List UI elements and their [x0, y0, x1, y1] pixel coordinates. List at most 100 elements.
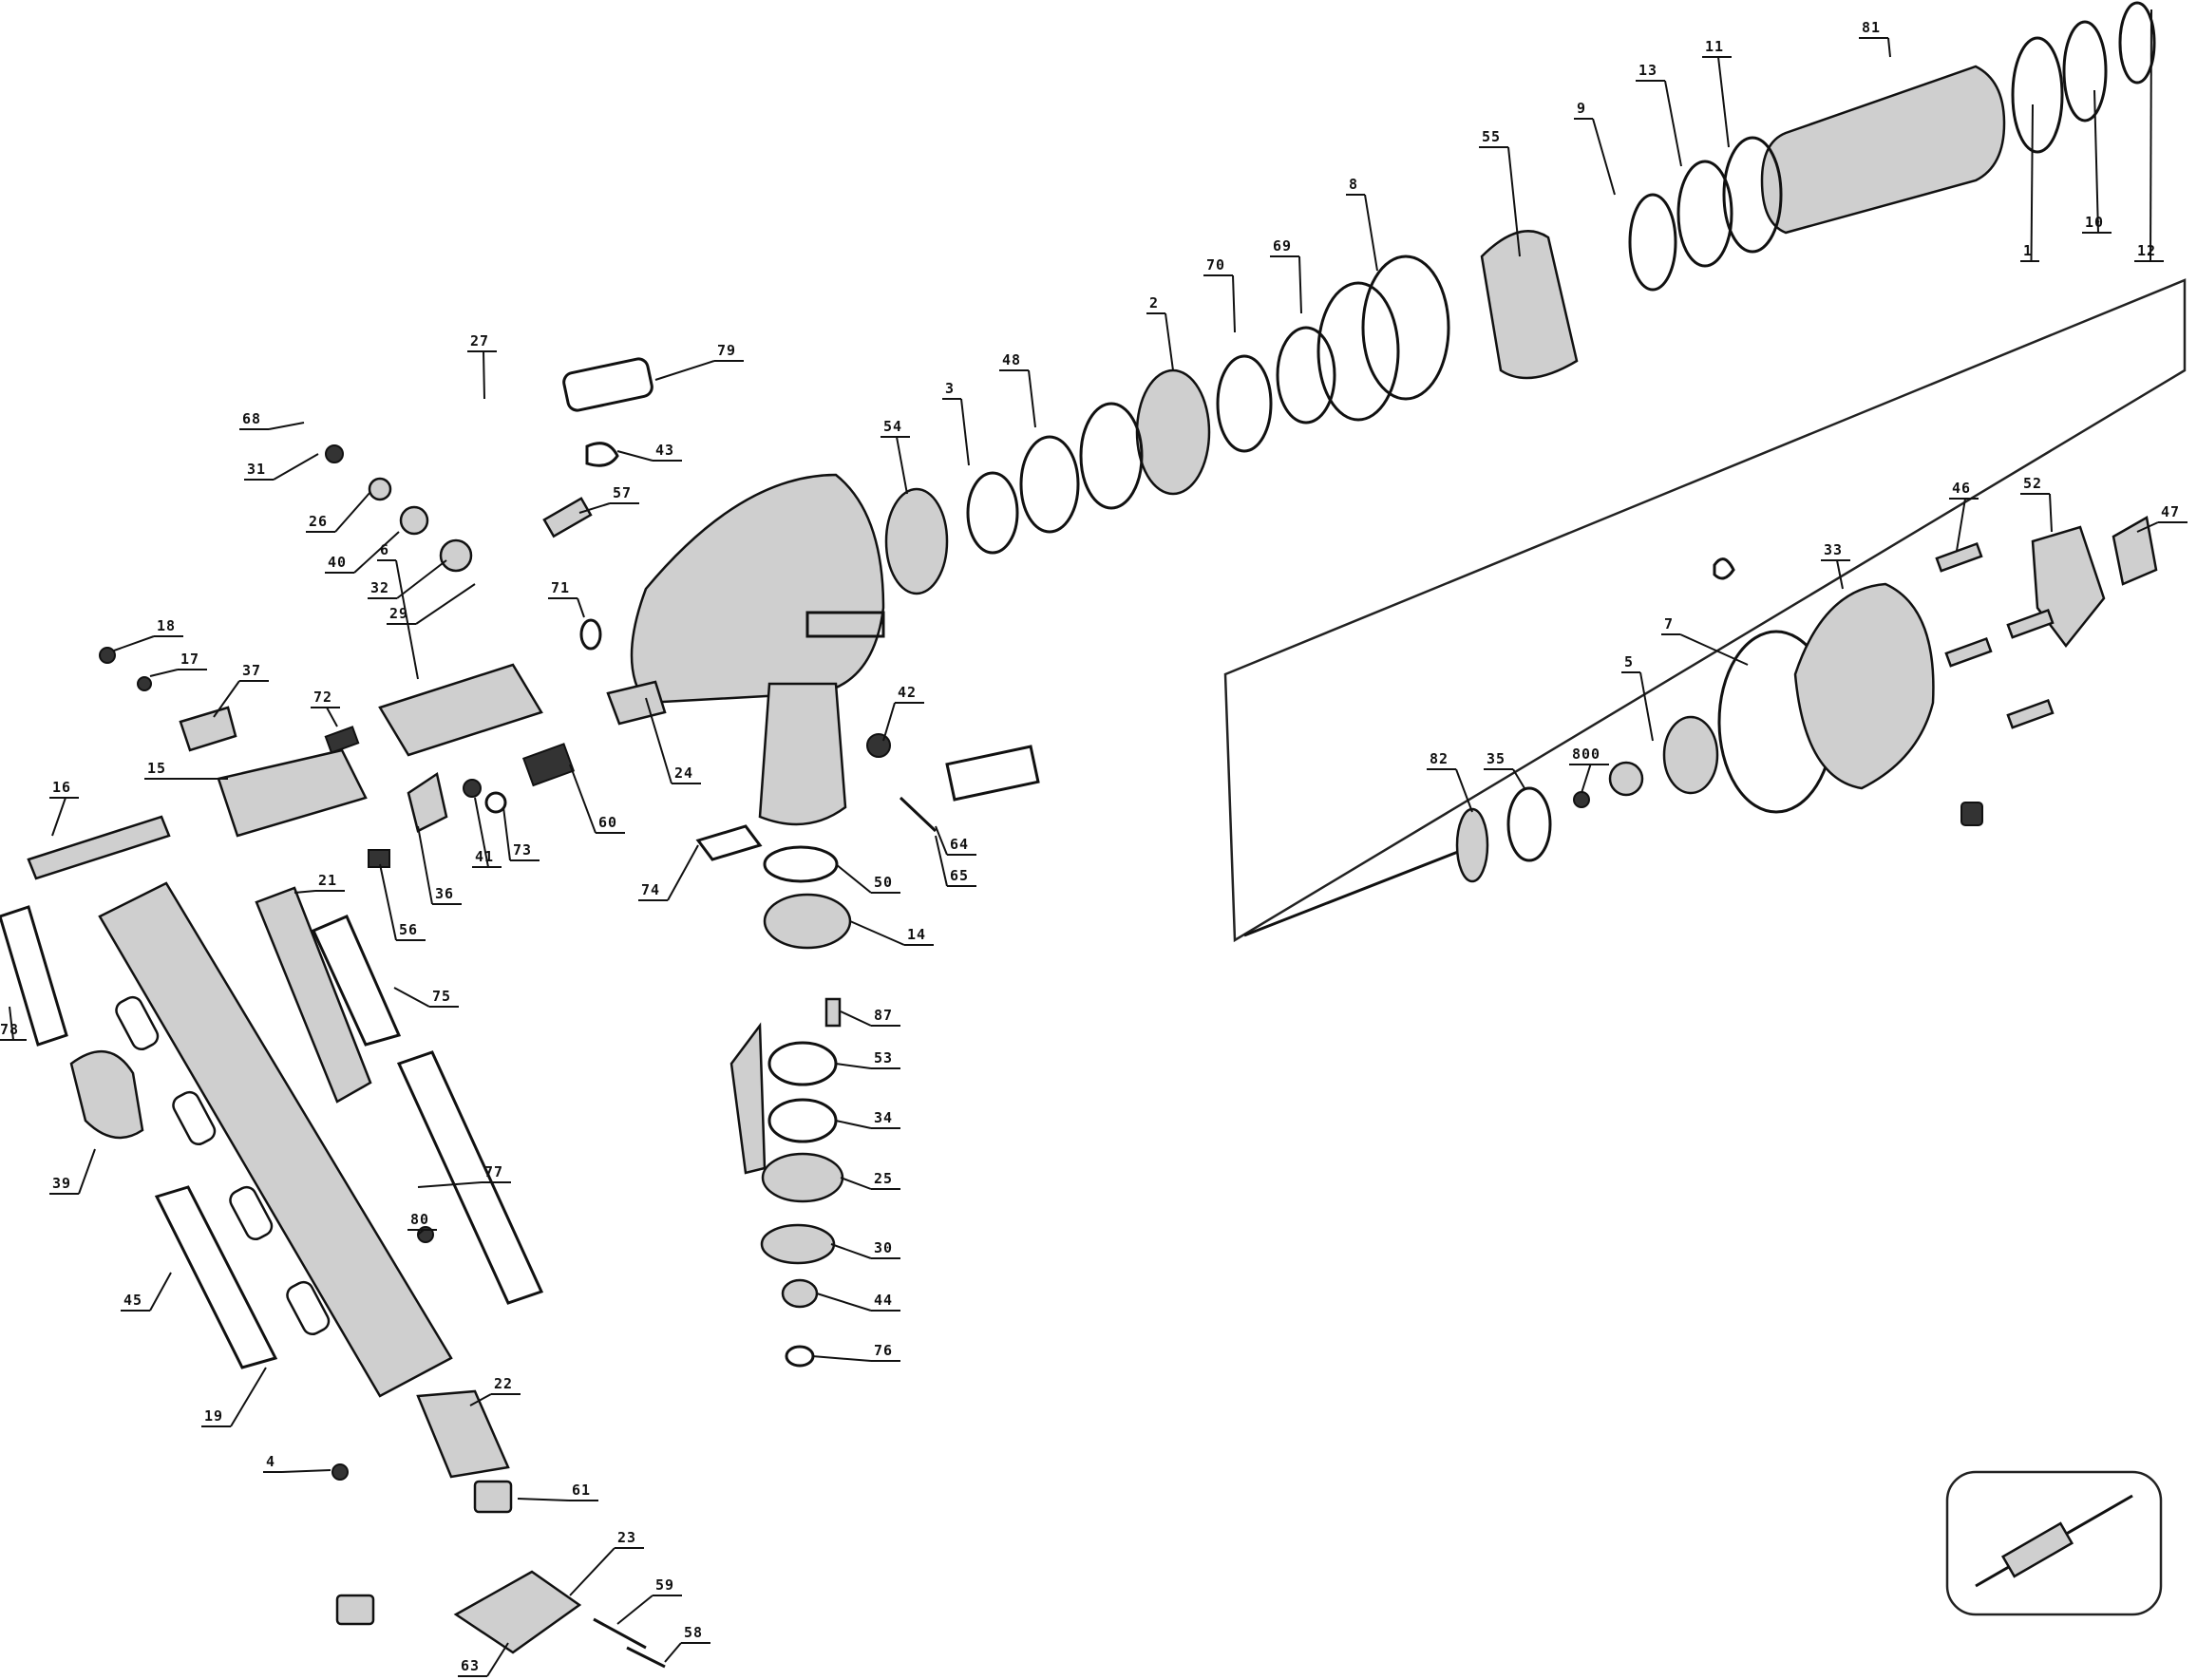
callout-leader — [896, 436, 908, 495]
callout-label: 75 — [432, 988, 451, 1005]
callout-leader — [417, 1181, 483, 1188]
part-16 — [27, 815, 171, 880]
callout-leader — [811, 1355, 872, 1362]
callout-label: 52 — [2023, 475, 2042, 492]
callout-label: 17 — [180, 651, 199, 668]
callout-labels: 8111139558697024835412110277968314357264… — [0, 9, 2188, 1677]
callout-leader — [486, 1642, 509, 1677]
callout-label: 21 — [318, 872, 337, 889]
part-strip-76 — [154, 1185, 278, 1369]
callout-leader — [1679, 633, 1749, 666]
part-43 — [585, 442, 619, 467]
callout-leader — [1364, 194, 1378, 272]
callout-leader — [578, 502, 611, 514]
callout-leader — [1581, 764, 1592, 794]
callout-46: 46 — [1949, 480, 1979, 552]
callout-label: 5 — [1624, 653, 1634, 670]
part-33 — [1662, 715, 1719, 795]
part-73 — [484, 791, 507, 814]
callout-1: 1 — [2020, 104, 2039, 262]
part-piston-7 — [1455, 807, 1489, 883]
callout-32: 32 — [368, 559, 447, 599]
part-inset-body — [2000, 1521, 2074, 1578]
callout-label: 43 — [655, 442, 674, 459]
callout-label: 22 — [494, 1375, 513, 1392]
part-ring-69 — [1276, 326, 1336, 425]
callout-50: 50 — [835, 863, 900, 894]
part-head-valve-55 — [1480, 230, 1579, 380]
part-58 — [2112, 516, 2158, 586]
part-61 — [331, 1463, 349, 1481]
callout-leader — [1298, 255, 1302, 314]
callout-label: 65 — [950, 867, 969, 884]
callout-47: 47 — [2136, 503, 2188, 533]
callout-17: 17 — [149, 651, 207, 677]
callout-73: 73 — [502, 806, 540, 861]
callout-78: 78 — [0, 1006, 27, 1041]
callout-4: 4 — [263, 1453, 331, 1473]
callout-5: 5 — [1621, 653, 1654, 742]
callout-14: 14 — [849, 920, 934, 946]
callout-label: 23 — [617, 1529, 636, 1546]
callout-57: 57 — [578, 484, 639, 514]
callout-leader — [379, 863, 397, 941]
callout-leader — [2049, 493, 2053, 533]
callout-13: 13 — [1636, 62, 1682, 167]
part-cap-54 — [884, 487, 949, 595]
part-ring-5 — [1506, 786, 1552, 862]
callout-leader — [882, 702, 896, 742]
callout-label: 69 — [1273, 237, 1292, 255]
part-25 — [761, 1152, 844, 1203]
part-14 — [763, 893, 852, 950]
callout-label: 30 — [874, 1239, 893, 1256]
part-label-79b — [945, 745, 1040, 802]
part-bolt-c — [2006, 698, 2055, 729]
part-60 — [521, 743, 576, 787]
part-17 — [137, 676, 152, 691]
callout-54: 54 — [881, 418, 910, 495]
callout-82: 82 — [1427, 750, 1473, 813]
callout-10: 10 — [2082, 89, 2112, 234]
callout-800: 800 — [1569, 746, 1609, 794]
part-ring-10 — [2062, 20, 2108, 123]
callout-label: 4 — [266, 1453, 275, 1470]
callout-leader — [268, 422, 305, 430]
callout-label: 26 — [309, 513, 328, 530]
callout-label: 9 — [1577, 100, 1586, 117]
part-strip-77 — [396, 1050, 544, 1305]
part-40 — [399, 505, 429, 536]
callout-label: 33 — [1824, 541, 1843, 558]
callout-52: 52 — [2020, 475, 2053, 533]
part-label-79 — [562, 357, 653, 412]
callout-leader — [213, 680, 240, 718]
callout-leader — [474, 797, 489, 868]
callout-79: 79 — [654, 342, 744, 381]
callout-44: 44 — [816, 1292, 900, 1312]
callout-42: 42 — [882, 684, 924, 742]
callout-label: 10 — [2085, 214, 2104, 231]
part-71 — [579, 618, 602, 651]
magazine-assembly — [0, 881, 544, 1398]
callout-leader — [835, 863, 872, 894]
part-ring-48 — [1019, 435, 1080, 534]
callout-label: 14 — [907, 926, 926, 943]
callout-leader — [1887, 37, 1891, 58]
part-bolt-b — [2006, 608, 2055, 639]
callout-leader — [1512, 768, 1525, 789]
part-ring-3 — [966, 471, 1019, 555]
callout-leader — [835, 1063, 872, 1069]
callout-34: 34 — [835, 1109, 900, 1129]
callout-leader — [849, 920, 905, 946]
part-seal — [1713, 557, 1735, 580]
callout-label: 31 — [247, 461, 266, 478]
callout-leader — [1956, 498, 1966, 552]
callout-label: 71 — [551, 579, 570, 596]
part-follower-21 — [255, 886, 372, 1104]
callout-label: 54 — [883, 418, 902, 435]
part-magazine-slot-a — [115, 995, 160, 1051]
callout-71: 71 — [548, 579, 585, 618]
callout-label: 45 — [123, 1292, 142, 1309]
callout-leader — [569, 1547, 616, 1596]
callout-label: 46 — [1952, 480, 1971, 497]
cylinder-assembly — [884, 1, 2156, 595]
